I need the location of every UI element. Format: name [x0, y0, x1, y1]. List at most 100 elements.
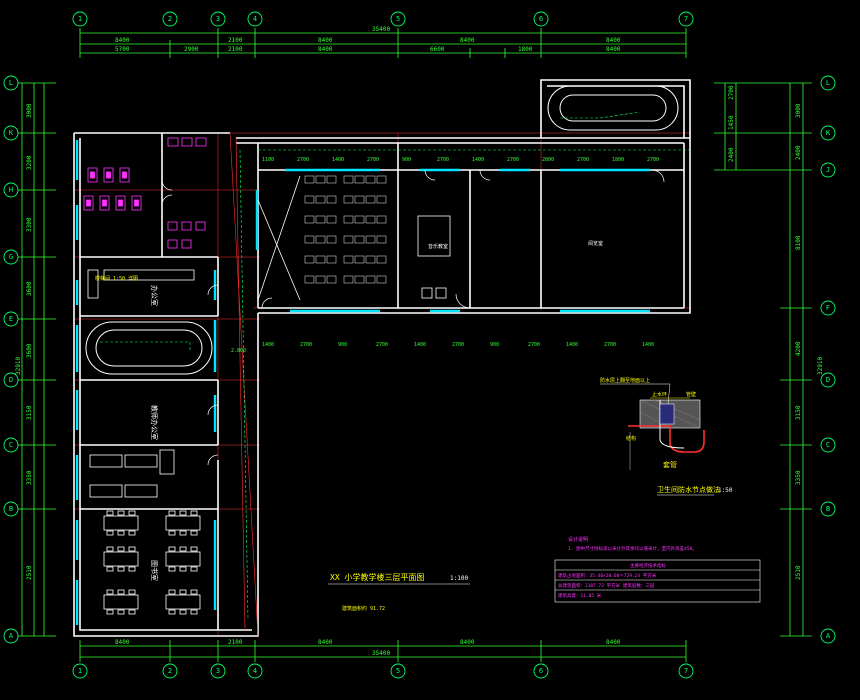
top-dim-3: 8400 — [318, 37, 333, 44]
seat — [343, 275, 354, 284]
seat — [365, 175, 376, 184]
toilet-bowl-icon — [118, 199, 123, 207]
seat — [354, 255, 365, 264]
wing-dim-bottom-1: 2700 — [300, 342, 312, 348]
wing-dim-bottom-0: 1400 — [262, 342, 274, 348]
axis-col-top-3-label: 3 — [216, 15, 220, 23]
wing-dim-top-9: 2700 — [577, 157, 589, 163]
wing-dim-bottom-8: 1400 — [566, 342, 578, 348]
axis-row-right-F: F — [820, 300, 836, 316]
chair — [179, 566, 187, 572]
right-dim-4: 4200 — [795, 341, 802, 356]
chair — [190, 609, 198, 615]
seat — [304, 235, 315, 244]
seat — [315, 235, 326, 244]
left-dim-8: 2510 — [26, 565, 33, 580]
left-total-dim: 32910 — [15, 357, 22, 375]
seat — [315, 215, 326, 224]
column-elevation-mark: 2.800 — [231, 348, 246, 354]
axis-col-bottom-6: 6 — [533, 663, 549, 679]
right-top-dim-1: 2700 — [728, 85, 735, 100]
bottom-dim-1: 8400 — [115, 639, 130, 646]
axis-col-top-4-label: 4 — [253, 15, 257, 23]
axis-row-left-E: E — [3, 311, 19, 327]
toilet-stall — [103, 167, 114, 183]
center-room-furniture — [87, 175, 451, 301]
seat — [326, 255, 337, 264]
seat — [365, 235, 376, 244]
seat — [315, 195, 326, 204]
table-header: 主要经济技术指标 — [630, 562, 666, 569]
chair — [179, 589, 187, 595]
seat — [365, 275, 376, 284]
reading-table — [165, 594, 201, 610]
axis-col-top-5: 5 — [390, 11, 406, 27]
chair — [106, 510, 114, 516]
top-dim-2: 2100 — [228, 37, 243, 44]
seat — [343, 215, 354, 224]
notes-line-1: 1. 图中尺寸除标高以米计外其余均以毫米计，室内外高差450。 — [568, 545, 697, 552]
chair — [117, 510, 125, 516]
design-notes: 设计说明 1. 图中尺寸除标高以米计外其余均以毫米计，室内外高差450。 主要经… — [554, 536, 761, 603]
chair — [190, 589, 198, 595]
axis-row-right-B: B — [820, 501, 836, 517]
axis-row-left-D-label: D — [9, 376, 13, 384]
chair — [117, 589, 125, 595]
seat — [354, 235, 365, 244]
chair — [168, 589, 176, 595]
track-rooms — [85, 85, 679, 375]
table — [124, 484, 158, 498]
axis-row-left-B: B — [3, 501, 19, 517]
axis-row-left-C: C — [3, 437, 19, 453]
toilet-bowl-icon — [134, 199, 139, 207]
chair — [179, 510, 187, 516]
seat — [315, 175, 326, 184]
toilet-stall — [119, 167, 130, 183]
axis-col-bottom-2-label: 2 — [168, 667, 172, 675]
axis-row-left-E-label: E — [9, 315, 13, 323]
left-dim-7: 3350 — [26, 470, 33, 485]
axis-row-right-A-label: A — [826, 632, 831, 640]
seat — [304, 275, 315, 284]
seat — [304, 195, 315, 204]
axis-col-top-7: 7 — [678, 11, 694, 27]
toilet-fixtures — [83, 137, 207, 249]
axis-col-top-6: 6 — [533, 11, 549, 27]
seat — [354, 215, 365, 224]
top-sub-2: 2900 — [184, 46, 199, 53]
seat — [304, 175, 315, 184]
right-total-dim: 32910 — [817, 357, 824, 375]
axis-row-right-B-label: B — [826, 505, 830, 513]
axis-col-top-2: 2 — [162, 11, 178, 27]
axis-row-left-H: H — [3, 182, 19, 198]
right-dim-1: 3000 — [795, 103, 802, 118]
reading-table — [103, 594, 139, 610]
seat — [376, 235, 387, 244]
axis-row-right-A: A — [820, 628, 836, 644]
drawing-title: XX 小学教学楼三层平面图 — [330, 572, 424, 582]
right-dim-7: 2510 — [795, 565, 802, 580]
seat — [304, 215, 315, 224]
top-dim-4: 8400 — [460, 37, 475, 44]
chair — [190, 530, 198, 536]
seat — [376, 195, 387, 204]
top-sub-1: 5700 — [115, 46, 130, 53]
seat — [365, 215, 376, 224]
axis-col-top-5-label: 5 — [396, 15, 400, 23]
seat — [376, 275, 387, 284]
seat — [326, 175, 337, 184]
axis-col-top-1: 1 — [72, 11, 88, 27]
door-swings — [161, 169, 665, 466]
axis-row-left-A: A — [3, 628, 19, 644]
seat — [354, 195, 365, 204]
top-dimension-chain — [79, 28, 687, 58]
notes-title: 设计说明 — [568, 536, 588, 543]
wing-dim-bottom-6: 900 — [490, 342, 499, 348]
room-label-classroom: 阅览室 — [588, 240, 603, 247]
axis-row-right-L: L — [820, 75, 836, 91]
top-dim-5: 8400 — [606, 37, 621, 44]
right-dim-3: 8100 — [795, 235, 802, 250]
seat — [365, 195, 376, 204]
sink-icon — [167, 137, 179, 147]
drawing-scale: 1:100 — [450, 575, 468, 582]
